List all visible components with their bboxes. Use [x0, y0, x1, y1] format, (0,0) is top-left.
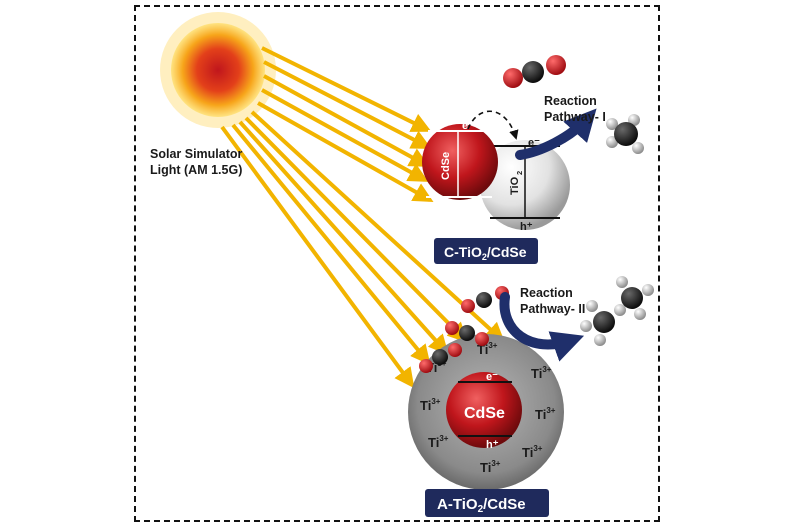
dashed-border-frame [134, 5, 660, 522]
a-tio2-cdse-badge-text: A-TiO2/CdSe [437, 496, 526, 515]
cdse-core-sphere [446, 372, 522, 448]
co2-molecule-adsorbed [419, 343, 462, 373]
sun-icon [171, 23, 265, 117]
ethane-molecule [580, 276, 654, 346]
light-ray [244, 116, 468, 343]
c-tio2-cdse-badge [434, 238, 538, 264]
top-system: e⁻ h⁺ TiO 2 e⁻ h⁺ CdSe [422, 55, 644, 264]
light-ray [250, 110, 505, 343]
light-ray [261, 46, 432, 132]
ti3-label: Ti3+ [522, 444, 543, 460]
cdse-core-electron-label: e⁻ [486, 371, 498, 383]
cdse-electron-label: e⁻ [462, 120, 474, 132]
methane-molecule-top [606, 114, 644, 154]
tio2-hole-label: h⁺ [520, 221, 533, 233]
light-ray [220, 125, 415, 389]
reaction-pathway-2-label: Reaction [520, 286, 573, 300]
ti3-label: Ti3+ [420, 397, 441, 413]
light-ray [231, 123, 431, 366]
a-tio2-cdse-badge [425, 489, 549, 517]
light-ray [261, 88, 429, 182]
solar-simulator-label-line2: Light (AM 1.5G) [150, 163, 242, 177]
co2-molecule-top [503, 55, 566, 88]
ti3-label: Ti3+ [531, 365, 552, 381]
cdse-label: CdSe [440, 152, 452, 180]
reaction-pathway-1-label-line2: Pathway- I [544, 110, 606, 124]
light-ray [263, 60, 432, 149]
electron-transfer-arrow [467, 110, 519, 140]
reaction-pathway-1-label: Reaction [544, 94, 597, 108]
solar-simulator-label: Solar Simulator [150, 147, 243, 161]
tio2-label: TiO [509, 176, 521, 195]
ti3-label: Ti3+ [428, 434, 449, 450]
ti3-label: Ti3+ [480, 459, 501, 475]
reaction-pathway-2-label-line2: Pathway- II [520, 302, 585, 316]
light-ray [257, 101, 434, 202]
light-ray [263, 74, 430, 167]
reaction-pathway-2-arrow [499, 292, 585, 362]
light-ray [238, 120, 449, 355]
light-rays-top [257, 46, 434, 202]
bottom-system: e⁻ h⁺ CdSe Ti3+ Ti3+ Ti3+ Ti3+ Ti3+ Ti3+… [408, 276, 654, 517]
cdse-core-label: CdSe [464, 405, 505, 422]
co2-molecule-adsorbed [445, 321, 489, 346]
cdse-sphere [422, 124, 498, 200]
ti3-label: Ti3+ [477, 341, 498, 357]
cdse-hole-label: h⁺ [458, 202, 471, 214]
reaction-pathway-1-arrow [515, 108, 597, 160]
ti3-label: Ti3+ [535, 406, 556, 422]
tio2-label-subscript: 2 [515, 171, 524, 175]
cdse-core-hole-label: h⁺ [486, 439, 499, 451]
light-rays-bottom [220, 110, 505, 389]
c-tio2-cdse-badge-text: C-TiO2/CdSe [444, 244, 527, 262]
